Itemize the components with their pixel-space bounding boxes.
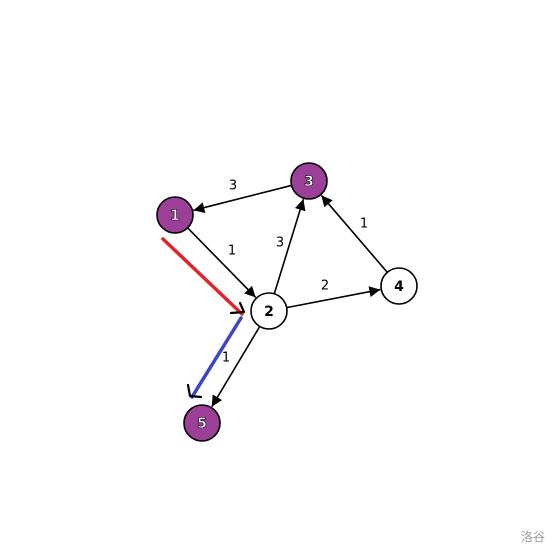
edge-weight-2-to-4: 2: [321, 279, 329, 294]
edge-layer: 3 1 3 1 2 1: [187, 179, 388, 408]
edge-weight-4-to-3: 1: [360, 217, 368, 232]
node-3: 3: [290, 162, 328, 200]
highlight-stroke-2-to-5: [190, 316, 243, 399]
node-circle-2: [250, 292, 288, 330]
edge-2-to-3: [273, 198, 306, 295]
edge-weight-2-to-5: 1: [222, 351, 230, 366]
handdrawn-arrow-tip-1-to-2: [229, 301, 246, 315]
node-label-5: 5: [197, 416, 207, 432]
node-circle-3: [290, 162, 328, 200]
highlight-layer: [161, 237, 246, 399]
edge-1-to-2: [187, 227, 257, 298]
handdrawn-arrow-tip-2-to-5: [186, 383, 203, 399]
edge-3-to-1: [193, 184, 292, 213]
node-circle-4: [380, 267, 418, 305]
highlight-stroke-1-to-2: [161, 237, 244, 316]
node-label-3: 3: [304, 174, 314, 190]
node-1: 1: [156, 196, 194, 234]
node-5: 5: [183, 404, 221, 442]
node-label-2: 2: [264, 304, 274, 320]
edge-2-to-5: [211, 326, 261, 408]
edge-weight-3-to-1: 3: [229, 179, 237, 194]
node-circle-1: [156, 196, 194, 234]
node-label-1: 1: [170, 208, 180, 224]
node-label-4: 4: [394, 279, 404, 295]
edge-weight-2-to-3: 3: [276, 236, 284, 251]
edge-2-to-4: [286, 286, 381, 309]
node-circle-5: [183, 404, 221, 442]
edge-4-to-3: [320, 194, 388, 273]
node-layer: 1 2 3 4 5: [156, 162, 418, 442]
edge-weight-1-to-2: 1: [228, 244, 236, 259]
node-2: 2: [250, 292, 288, 330]
watermark: 洛谷: [520, 530, 545, 544]
node-4: 4: [380, 267, 418, 305]
